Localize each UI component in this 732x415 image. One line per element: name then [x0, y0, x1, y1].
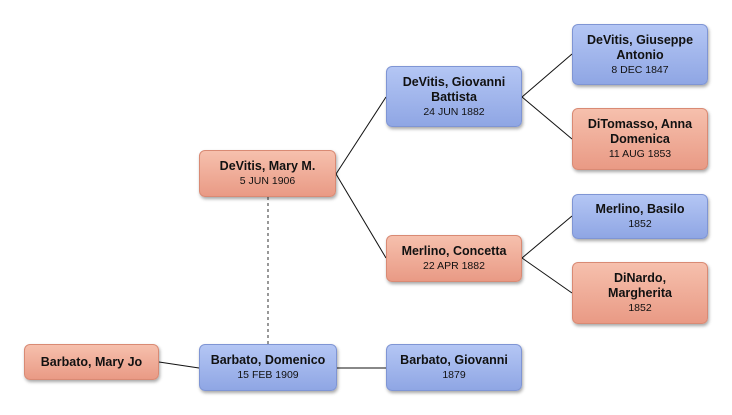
connector-giovannibattista-anna [521, 96, 573, 140]
person-name: Merlino, Concetta [401, 244, 507, 258]
connector-concetta-basilo [521, 215, 573, 259]
person-name: Barbato, Domenico [210, 353, 326, 367]
person-card-mary-m[interactable]: DeVitis, Mary M. 5 JUN 1906 [199, 150, 336, 197]
connector-giovannibattista-giuseppe [521, 53, 573, 98]
person-date: 8 DEC 1847 [611, 63, 669, 76]
person-name: Barbato, Giovanni [400, 353, 508, 367]
connector-maryjo-domenico [158, 361, 200, 369]
person-card-giovanni-barbato[interactable]: Barbato, Giovanni 1879 [386, 344, 522, 391]
person-card-anna[interactable]: DiTomasso, Anna Domenica 11 AUG 1853 [572, 108, 708, 170]
person-name: Barbato, Mary Jo [40, 354, 143, 369]
person-date: 24 JUN 1882 [423, 105, 485, 118]
person-name: DiNardo, Margherita [608, 271, 672, 300]
person-card-giuseppe[interactable]: DeVitis, Giuseppe Antonio 8 DEC 1847 [572, 24, 708, 85]
person-date: 22 APR 1882 [423, 260, 485, 272]
person-name: DeVitis, Mary M. [219, 159, 316, 173]
connector-concetta-margherita [521, 257, 573, 294]
person-date: 1879 [442, 369, 466, 381]
person-card-margherita[interactable]: DiNardo, Margherita 1852 [572, 262, 708, 324]
person-date: 1852 [628, 218, 652, 230]
person-name: Merlino, Basilo [595, 202, 685, 216]
person-date: 15 FEB 1909 [237, 369, 299, 381]
person-card-domenico[interactable]: Barbato, Domenico 15 FEB 1909 [199, 344, 337, 391]
person-card-mary-jo[interactable]: Barbato, Mary Jo [24, 344, 159, 380]
person-card-giovanni-battista[interactable]: DeVitis, Giovanni Battista 24 JUN 1882 [386, 66, 522, 127]
person-name: DeVitis, Giuseppe Antonio [586, 32, 694, 62]
connector-marym-giovannibattista [335, 96, 387, 175]
person-card-basilo[interactable]: Merlino, Basilo 1852 [572, 194, 708, 239]
person-card-concetta[interactable]: Merlino, Concetta 22 APR 1882 [386, 235, 522, 282]
person-name: DeVitis, Giovanni Battista [402, 74, 506, 104]
connector-marym-concetta [335, 173, 387, 259]
person-date: 11 AUG 1853 [608, 148, 672, 160]
person-date: 1852 [628, 302, 652, 314]
person-date: 5 JUN 1906 [239, 175, 296, 187]
person-name: DiTomasso, Anna Domenica [587, 117, 693, 146]
